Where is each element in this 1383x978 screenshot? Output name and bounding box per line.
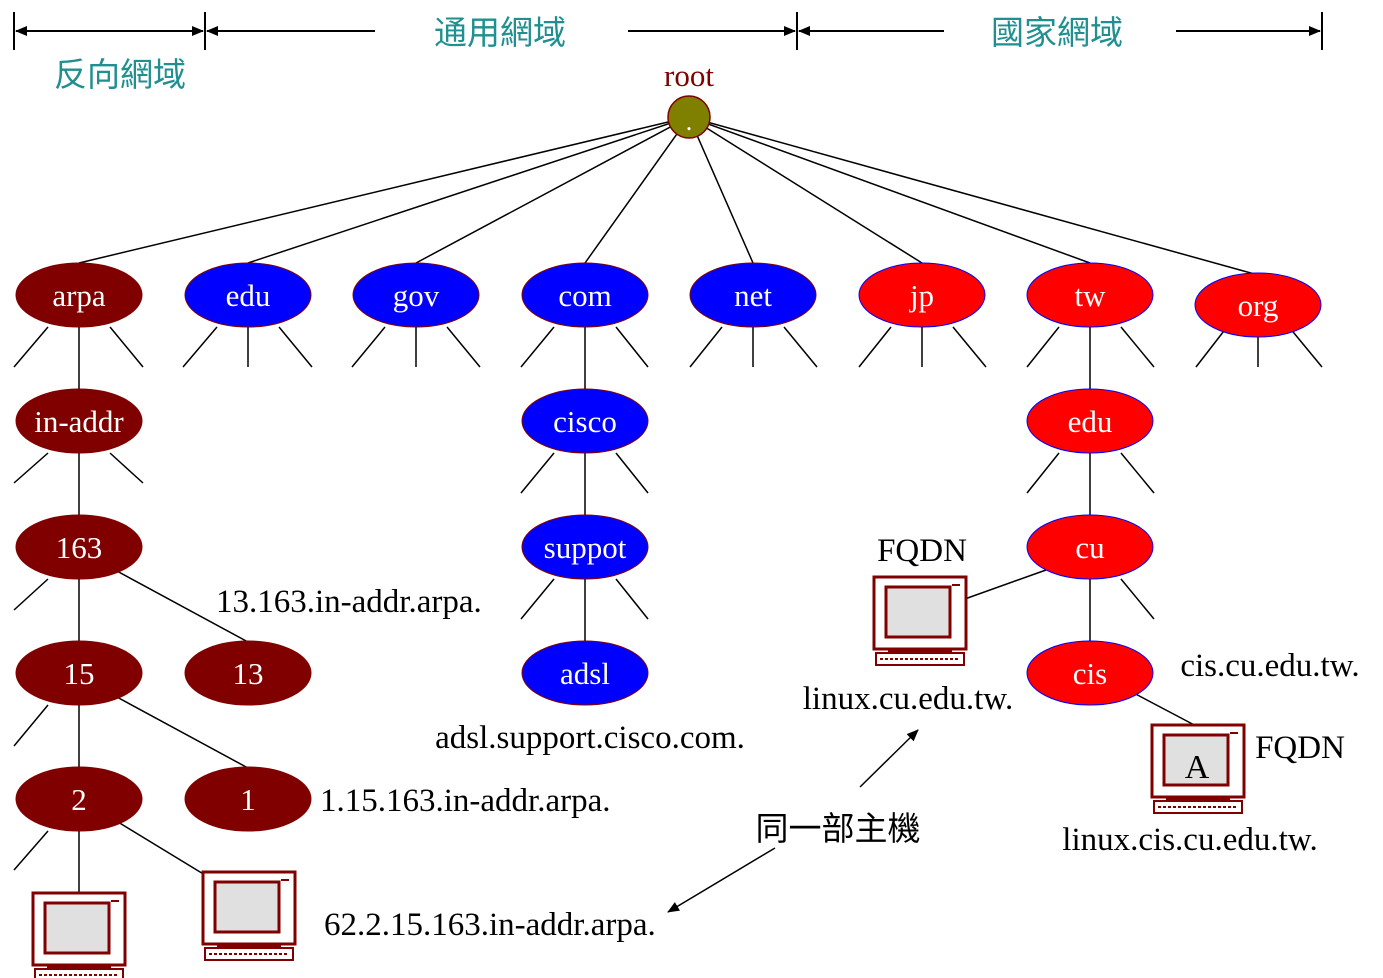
node-tw: tw (1026, 262, 1154, 328)
node-label: 13 (233, 656, 264, 691)
node-label: cisco (553, 404, 617, 439)
addr-1-label: 1.15.163.in-addr.arpa. (320, 783, 611, 819)
same-host-arrow-down (667, 847, 776, 913)
node-2: 2 (15, 766, 143, 832)
node-163: 163 (15, 514, 143, 580)
node-label: gov (393, 278, 440, 313)
computer-icon (31, 891, 127, 978)
node-com: com (521, 262, 649, 328)
node-label: arpa (52, 278, 106, 313)
node-jp: jp (858, 262, 986, 328)
screen-letter: A (1185, 749, 1210, 786)
node-cisco: cisco (521, 388, 649, 454)
generic-domain-heading: 通用網域 (434, 13, 566, 52)
root-dot: . (686, 107, 693, 136)
stub-edges (13, 326, 1323, 895)
node-label: net (734, 278, 772, 313)
computer-icon (872, 575, 968, 667)
node-label: 1 (240, 782, 256, 817)
fqdn-left-label: FQDN (877, 533, 967, 569)
node-org: org (1194, 272, 1322, 338)
node-label: edu (226, 278, 271, 313)
node-label: 2 (71, 782, 87, 817)
node-edu: edu (184, 262, 312, 328)
node-label: cis (1073, 656, 1107, 691)
node-label: com (558, 278, 611, 313)
node-15: 15 (15, 640, 143, 706)
node-1: 1 (184, 766, 312, 832)
node-label: tw (1075, 278, 1107, 313)
node-label: org (1238, 288, 1279, 323)
node-arpa: arpa (15, 262, 143, 328)
adsl-fqdn-label: adsl.support.cisco.com. (435, 720, 745, 756)
node-in-addr: in-addr (15, 388, 143, 454)
cis-cu-label: cis.cu.edu.tw. (1180, 648, 1359, 684)
node-label: cu (1075, 530, 1104, 565)
node-label: 163 (56, 530, 103, 565)
linux-cis-label: linux.cis.cu.edu.tw. (1062, 822, 1317, 858)
linux-cu-label: linux.cu.edu.tw. (803, 681, 1014, 717)
computer-icon (201, 870, 297, 962)
range-arrows (13, 12, 1323, 50)
node-label: in-addr (34, 404, 124, 439)
reverse-domain-heading: 反向網域 (54, 55, 186, 94)
node-label: 15 (64, 656, 95, 691)
fqdn-right-label: FQDN (1255, 730, 1345, 766)
root-label: root (664, 58, 714, 93)
node-label: adsl (560, 656, 610, 691)
node-13: 13 (184, 640, 312, 706)
node-tw-edu: edu (1026, 388, 1154, 454)
country-domain-heading: 國家網域 (991, 13, 1123, 52)
node-label: edu (1068, 404, 1113, 439)
node-label: jp (909, 278, 934, 313)
node-cu: cu (1026, 514, 1154, 580)
root-edges (78, 116, 1259, 276)
node-suppot: suppot (521, 514, 649, 580)
root-node (667, 95, 711, 139)
node-adsl: adsl (521, 640, 649, 706)
node-net: net (689, 262, 817, 328)
addr-13-label: 13.163.in-addr.arpa. (216, 584, 482, 620)
same-host-label: 同一部主機 (756, 809, 921, 848)
addr-62-label: 62.2.15.163.in-addr.arpa. (324, 907, 656, 943)
node-label: suppot (544, 530, 627, 565)
node-cis: cis (1026, 640, 1154, 706)
same-host-arrow-up (859, 729, 919, 788)
node-gov: gov (352, 262, 480, 328)
